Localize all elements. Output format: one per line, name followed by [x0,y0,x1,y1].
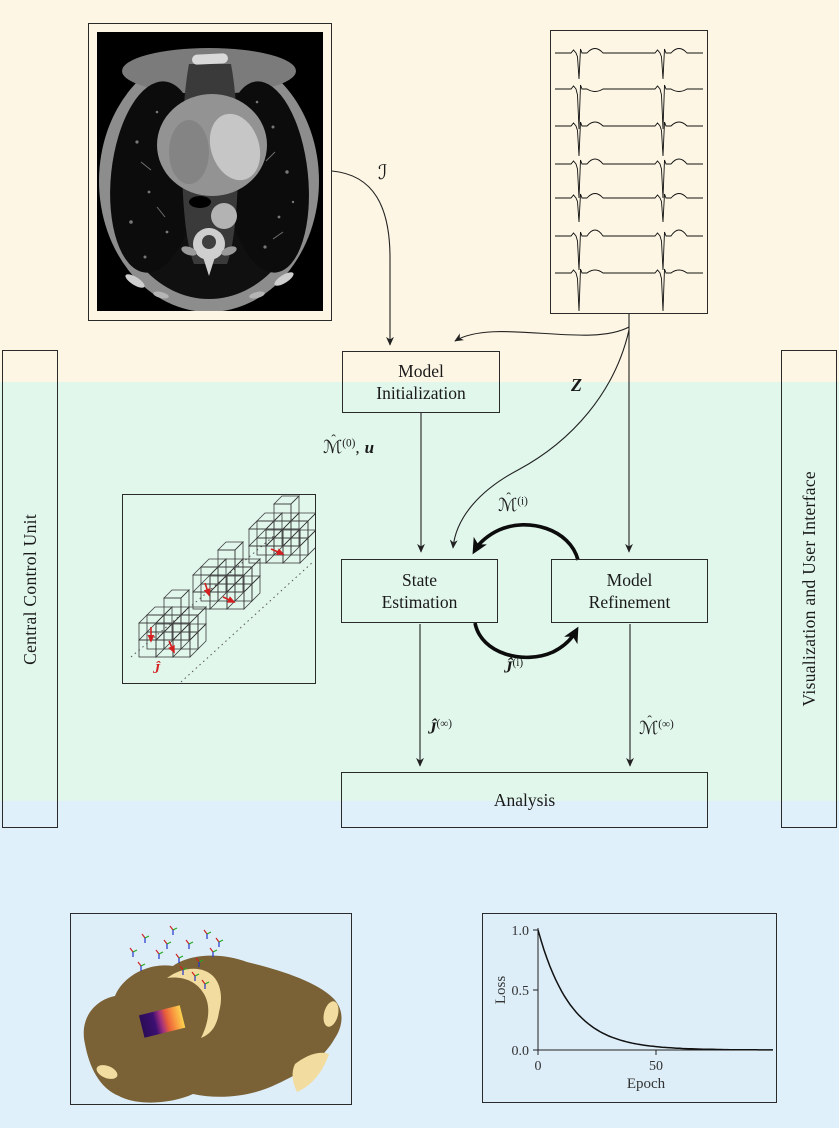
node-model-initialization-line2: Initialization [376,383,466,403]
torso-right-edge-patch [323,1001,339,1027]
ytick-1: 1.0 [512,924,530,939]
ct-image-box [88,23,332,321]
node-model-initialization: Model Initialization [342,351,500,413]
torso-model-image [83,925,342,1103]
right-sidebar-label: Visualization and User Interface [798,471,819,707]
label-J-red: Ĵ [152,660,161,677]
label-image-I: ℐ [378,160,388,184]
electrode-markers [129,925,224,989]
node-state-estimation-line2: Estimation [381,592,458,612]
ecg-traces [555,48,703,312]
label-J-hat-i: Ĵ(i) [504,657,524,677]
left-sidebar-central-control-unit: Central Control Unit [2,350,58,828]
hat-accent: ˆ [506,489,511,505]
loss-plot-box: 1.0 0.5 0.0 0 50 Epoch Loss [482,913,777,1103]
y-axis-label: Loss [493,976,509,1005]
loss-plot: 1.0 0.5 0.0 0 50 Epoch Loss [493,924,773,1092]
label-measurement-Z: Z [571,375,582,395]
node-model-refinement-line1: Model [606,569,653,590]
voxel-model-sketch: Ĵ [130,495,315,683]
torso-left-patch [96,1065,118,1079]
node-model-refinement: Model Refinement [551,559,708,623]
label-J-hat-inf: Ĵ(∞) [428,718,452,738]
node-analysis-label: Analysis [493,789,556,810]
ytick-05: 0.5 [512,984,530,999]
ecg-signals-box [550,30,708,314]
xtick-50: 50 [649,1059,663,1074]
node-model-refinement-line2: Refinement [588,592,671,612]
torso-shoulder-patch [167,968,221,1038]
node-state-estimation-line1: State [402,569,437,590]
activation-colormap-patch [138,1005,186,1038]
torso-model-box [70,913,352,1105]
left-sidebar-label: Central Control Unit [19,513,40,665]
torso-hip-patch [292,1052,329,1092]
hat-accent: ˆ [331,431,336,447]
right-sidebar-visualization-ui: Visualization and User Interface [781,350,837,828]
xtick-0: 0 [535,1059,542,1074]
ytick-0: 0.0 [512,1044,530,1059]
node-analysis: Analysis [341,772,708,828]
ct-scan-image [97,32,323,311]
hat-accent: ˆ [647,712,652,728]
voxel-model-sketch-box: Ĵ [122,494,316,684]
node-state-estimation: State Estimation [341,559,498,623]
loss-curve [537,929,773,1051]
node-model-initialization-line1: Model [398,360,444,381]
x-axis-label: Epoch [627,1076,666,1092]
